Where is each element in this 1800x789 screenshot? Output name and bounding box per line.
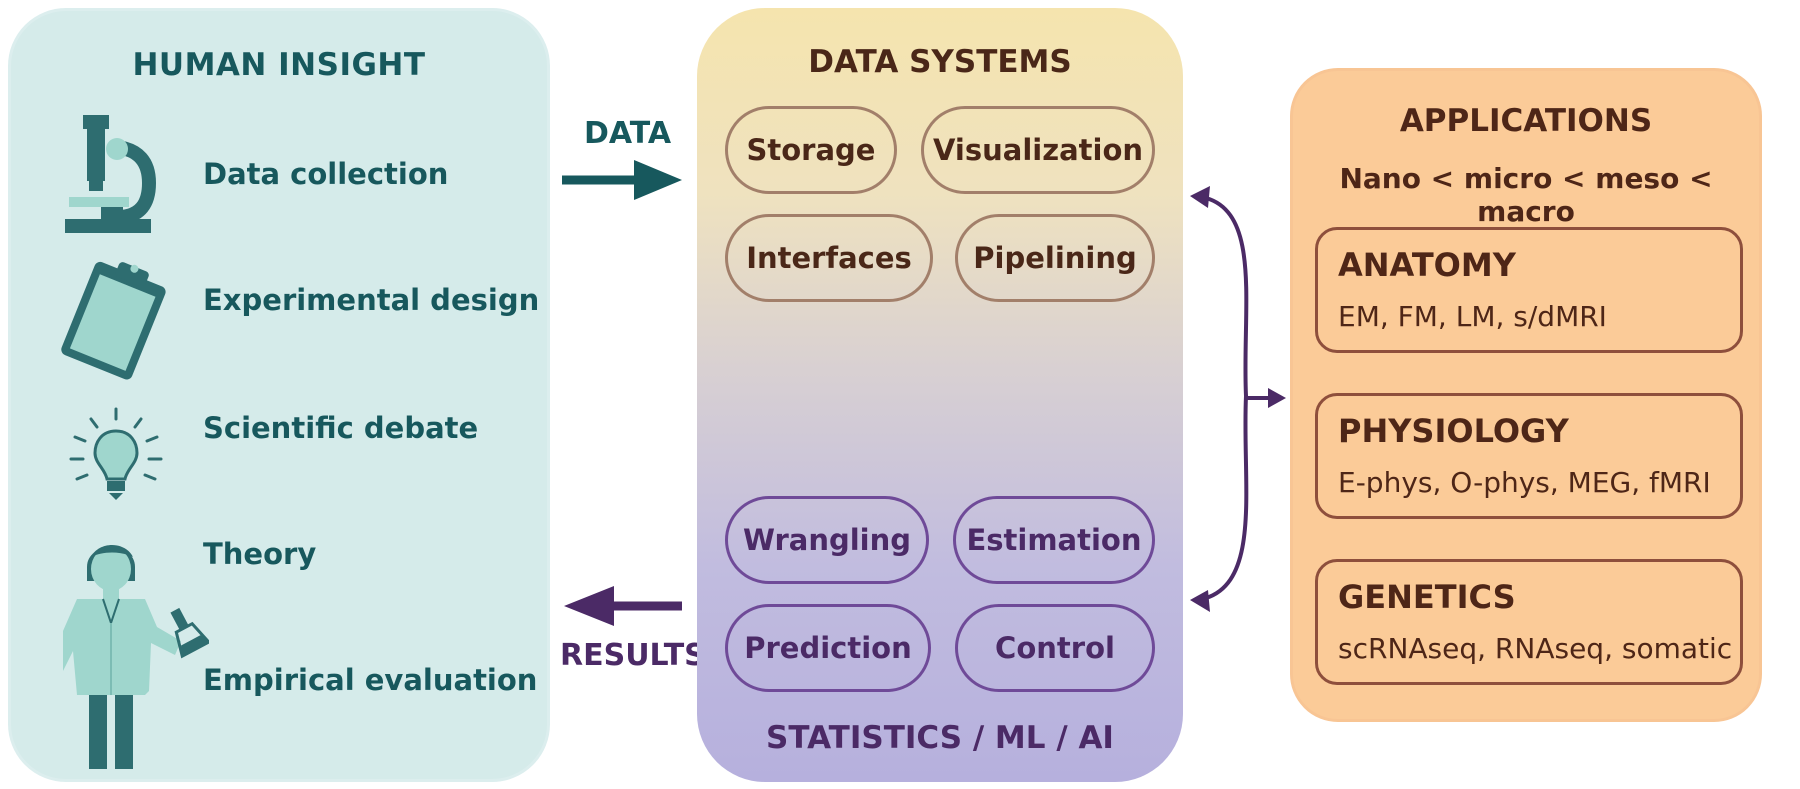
data-systems-title: DATA SYSTEMS	[808, 44, 1072, 80]
anatomy-detail: EM, FM, LM, s/dMRI	[1338, 300, 1607, 333]
human-item-scientific-debate: Scientific debate	[203, 411, 479, 445]
physiology-heading: PHYSIOLOGY	[1338, 412, 1569, 450]
physiology-detail: E-phys, O-phys, MEG, fMRI	[1338, 466, 1711, 499]
microscope-icon	[65, 115, 157, 233]
results-arrow-label: RESULTS	[560, 638, 706, 673]
pill-pipelining: Pipelining	[955, 214, 1155, 302]
human-item-experimental-design: Experimental design	[203, 283, 540, 317]
human-item-theory: Theory	[203, 537, 317, 571]
data-systems-panel: DATA SYSTEMS Storage Visualization Inter…	[697, 8, 1183, 782]
pill-control: Control	[955, 604, 1155, 692]
pill-estimation: Estimation	[953, 496, 1155, 584]
pill-visualization: Visualization	[921, 106, 1155, 194]
scale-line: Nano < micro < meso < macro	[1339, 162, 1713, 228]
lightbulb-icon	[69, 407, 163, 500]
human-item-data-collection: Data collection	[203, 157, 449, 191]
human-item-empirical-evaluation: Empirical evaluation	[203, 663, 538, 697]
pill-interfaces: Interfaces	[725, 214, 933, 302]
genetics-box: GENETICS scRNAseq, RNAseq, somatic	[1315, 559, 1743, 685]
data-systems-footer: STATISTICS / ML / AI	[766, 720, 1114, 756]
genetics-detail: scRNAseq, RNAseq, somatic	[1338, 632, 1733, 665]
anatomy-box: ANATOMY EM, FM, LM, s/dMRI	[1315, 227, 1743, 353]
human-insight-panel: HUMAN INSIGHT Data collection Experiment…	[8, 8, 550, 782]
scientist-icon	[63, 545, 209, 769]
data-arrow-label: DATA	[584, 116, 672, 151]
pill-prediction: Prediction	[725, 604, 931, 692]
physiology-box: PHYSIOLOGY E-phys, O-phys, MEG, fMRI	[1315, 393, 1743, 519]
clipboard-icon	[61, 261, 166, 380]
applications-title: APPLICATIONS	[1399, 103, 1653, 139]
pill-storage: Storage	[725, 106, 897, 194]
pill-wrangling: Wrangling	[725, 496, 929, 584]
anatomy-heading: ANATOMY	[1338, 246, 1516, 284]
applications-panel: APPLICATIONS Nano < micro < meso < macro…	[1290, 68, 1762, 722]
genetics-heading: GENETICS	[1338, 578, 1516, 616]
human-insight-title: HUMAN INSIGHT	[132, 47, 426, 83]
